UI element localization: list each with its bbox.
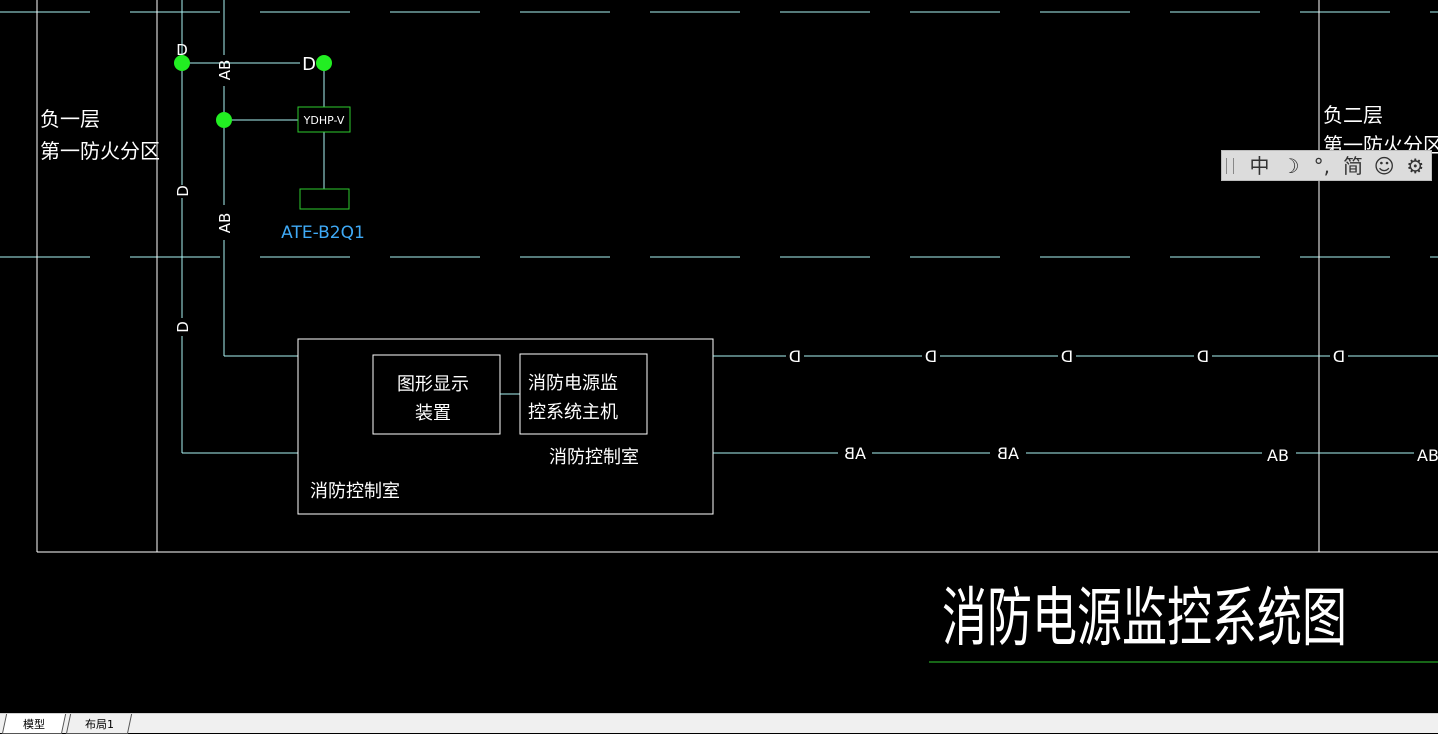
control-room-label: 消防控制室 (310, 481, 400, 502)
gear-icon[interactable]: ⚙ (1406, 153, 1425, 178)
floor-label-left-line1: 负一层 (40, 107, 100, 131)
control-room-box (297, 338, 714, 515)
cad-drawing[interactable]: YDHP-V ATE-B2Q1 AB AB D D D D 负一层 第一防火分区… (0, 0, 1438, 713)
device-label: YDHP-V (303, 114, 345, 127)
node-ab-junction (216, 112, 232, 128)
outgoing-ab-labels: AB AB AB AB (844, 444, 1438, 465)
wire-label-d-out-3: D (1061, 347, 1073, 366)
ime-toolbar[interactable]: 中 ☽ °, 简 ☺ ⚙ (1221, 150, 1432, 181)
wire-label-ab-out-4: AB (1417, 446, 1438, 465)
node-d-junction (174, 55, 190, 71)
connection-nodes (174, 55, 332, 128)
monitor-host-label-line1: 消防电源监 (528, 373, 618, 394)
wire-label-ab-upper: AB (216, 60, 234, 81)
punctuation-icon[interactable]: °, (1313, 153, 1330, 178)
drawing-title: 消防电源监控系统图 (942, 582, 1347, 656)
ime-simplified-button[interactable]: 简 (1343, 153, 1363, 178)
ime-chinese-mode-button[interactable]: 中 (1249, 153, 1270, 178)
wire-label-ab-out-1: AB (844, 444, 866, 463)
wire-label-d-upper: D (174, 185, 192, 197)
wire-label-d-out-5: D (1333, 347, 1345, 366)
wire-label-ab-out-3: AB (1267, 446, 1289, 465)
emoji-icon[interactable]: ☺ (1373, 153, 1395, 178)
floor-separator-lines (0, 11, 1438, 258)
node-device-junction (316, 55, 332, 71)
floor-label-left-line2: 第一防火分区 (40, 139, 160, 163)
wire-label-ab-lower: AB (216, 213, 234, 234)
tab-model-label: 模型 (23, 717, 46, 731)
wire-label-d-out-1: D (789, 347, 801, 366)
graphic-display-label-line1: 图形显示 (397, 374, 469, 395)
monitor-host-label-line2: 控系统主机 (528, 402, 618, 423)
tab-layout1-label: 布局1 (84, 717, 114, 731)
tab-model[interactable]: 模型 (1, 714, 67, 734)
wire-label-d-branch: D (302, 54, 316, 75)
monitor-host-sublabel: 消防控制室 (549, 447, 639, 468)
drawing-canvas[interactable]: YDHP-V ATE-B2Q1 AB AB D D D D 负一层 第一防火分区… (0, 0, 1438, 713)
device-tag: ATE-B2Q1 (281, 223, 365, 243)
floor-label-right-line1: 负二层 (1323, 103, 1383, 127)
moon-icon[interactable]: ☽ (1281, 153, 1300, 178)
device-box (297, 106, 351, 133)
wire-label-d-out-4: D (1197, 347, 1209, 366)
outgoing-d-labels: D D D D D (789, 347, 1345, 366)
tab-layout1[interactable]: 布局1 (65, 714, 133, 734)
frame (36, 0, 1438, 553)
wire-label-d-top: D (176, 41, 188, 59)
graphic-display-label-line2: 装置 (415, 403, 451, 424)
wire-label-ab-out-2: AB (997, 444, 1019, 463)
bus-lines (181, 0, 325, 454)
tag-box (299, 188, 350, 210)
ime-drag-handle[interactable] (1226, 157, 1234, 174)
layout-tab-bar: 模型 布局1 (0, 713, 1438, 734)
wire-label-d-lower: D (174, 321, 192, 333)
wire-label-d-out-2: D (925, 347, 937, 366)
monitor-host-box (519, 353, 648, 435)
